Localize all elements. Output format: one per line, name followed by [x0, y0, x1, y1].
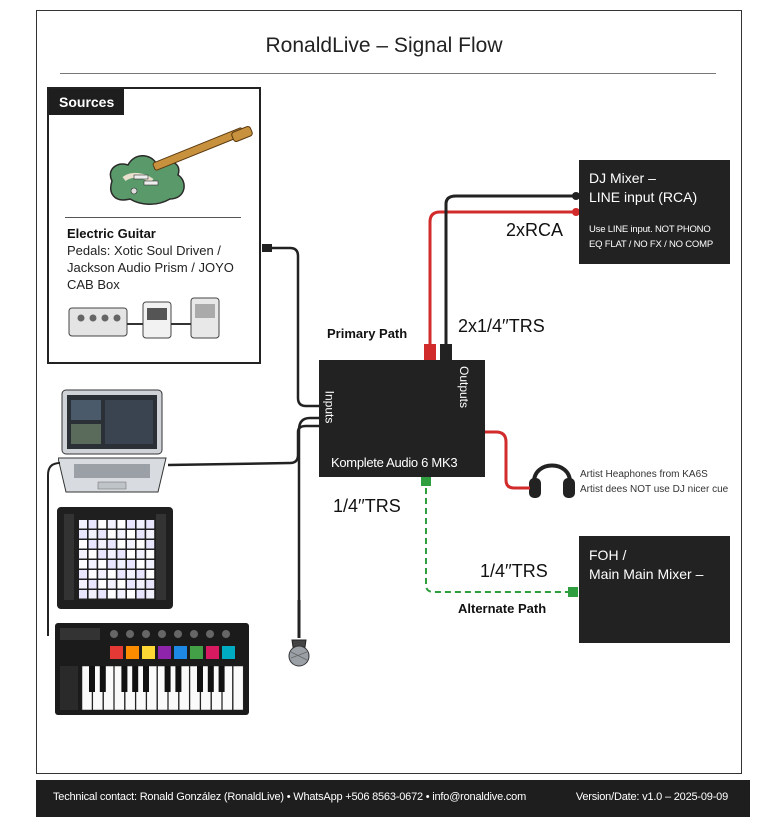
interface-name: Komplete Audio 6 MK3 — [331, 455, 458, 470]
page-title: RonaldLive – Signal Flow — [265, 34, 503, 57]
alternate-cable — [425, 478, 576, 593]
red-plug — [424, 344, 436, 360]
dj-mixer-title: DJ Mixer – LINE input (RCA) — [589, 169, 697, 207]
pedals-text: Pedals: Xotic Soul Driven / Jackson Audi… — [67, 243, 234, 292]
dj-mixer-title-line1: DJ Mixer – — [589, 170, 656, 186]
sources-tab: Sources — [49, 89, 125, 115]
primary-cable-black — [444, 194, 576, 350]
foh-mixer-box: FOH / Main Main Mixer – — [579, 536, 730, 643]
footer-contact: Technical contact: Ronald González (Rona… — [53, 791, 527, 803]
guitar-icon — [109, 126, 253, 205]
usb-cable — [47, 462, 61, 636]
dj-mixer-box: DJ Mixer – LINE input (RCA) Use LINE inp… — [579, 160, 730, 264]
microphone-icon — [288, 600, 310, 667]
dj-mixer-note-line2: EQ FLAT / NO FX / NO COMP — [589, 239, 713, 250]
dj-mixer-note: Use LINE input. NOT PHONO EQ FLAT / NO F… — [589, 222, 713, 252]
trs-alt-out-label: 1/4′′TRS — [480, 561, 548, 581]
mic-cable — [297, 416, 322, 602]
headphones-note-line2: Artist dees NOT use DJ nicer cue — [580, 484, 729, 495]
alternate-path-label: Alternate Path — [458, 601, 547, 616]
guitar-jack — [262, 244, 272, 252]
pedal-icon — [68, 297, 220, 339]
guitar-cable — [262, 246, 322, 408]
headphones-cable — [484, 430, 530, 490]
black-plug — [440, 344, 452, 360]
footer-version: Version/Date: v1.0 – 2025-09-09 — [575, 791, 728, 803]
guitar-name: Electric Guitar — [67, 226, 156, 241]
sources-divider — [65, 217, 241, 218]
dj-mixer-note-line1: Use LINE input. NOT PHONO — [589, 224, 711, 235]
sources-panel: Sources Electric Guitar Pedals: Xotic So… — [47, 87, 261, 364]
headphones-icon — [529, 463, 575, 498]
headphones-note: Artist Heaphones from KA6S Artist dees N… — [580, 467, 728, 497]
alternate-plug-in — [421, 476, 431, 486]
keyboard-icon — [55, 623, 249, 715]
primary-cable-red — [428, 210, 576, 350]
primary-path-label: Primary Path — [327, 326, 408, 341]
dj-mixer-title-line2: LINE input (RCA) — [589, 189, 698, 205]
pad-controller-icon — [57, 507, 173, 609]
trs-alt-in-label: 1/4′′TRS — [333, 496, 401, 516]
foh-title: FOH / Main Main Mixer – — [589, 546, 703, 584]
rca-jack-black — [572, 192, 580, 200]
footer-bar: Technical contact: Ronald González (Rona… — [36, 780, 750, 817]
title-divider — [60, 73, 716, 74]
inputs-label: Inputs — [322, 390, 337, 424]
outputs-label: Outputs — [457, 365, 472, 409]
foh-title-line1: FOH / — [589, 547, 627, 563]
alternate-plug-out — [568, 587, 578, 597]
laptop-icon — [58, 389, 167, 493]
headphones-note-line1: Artist Heaphones from KA6S — [580, 469, 708, 480]
foh-title-line2: Main Main Mixer – — [589, 566, 704, 582]
trs-primary-label: 2x1/4′′TRS — [458, 316, 545, 336]
rca-jack-red — [572, 208, 580, 216]
interface-box: Inputs Outputs Komplete Audio 6 MK3 — [319, 360, 485, 477]
rca-label: 2xRCA — [506, 220, 564, 240]
